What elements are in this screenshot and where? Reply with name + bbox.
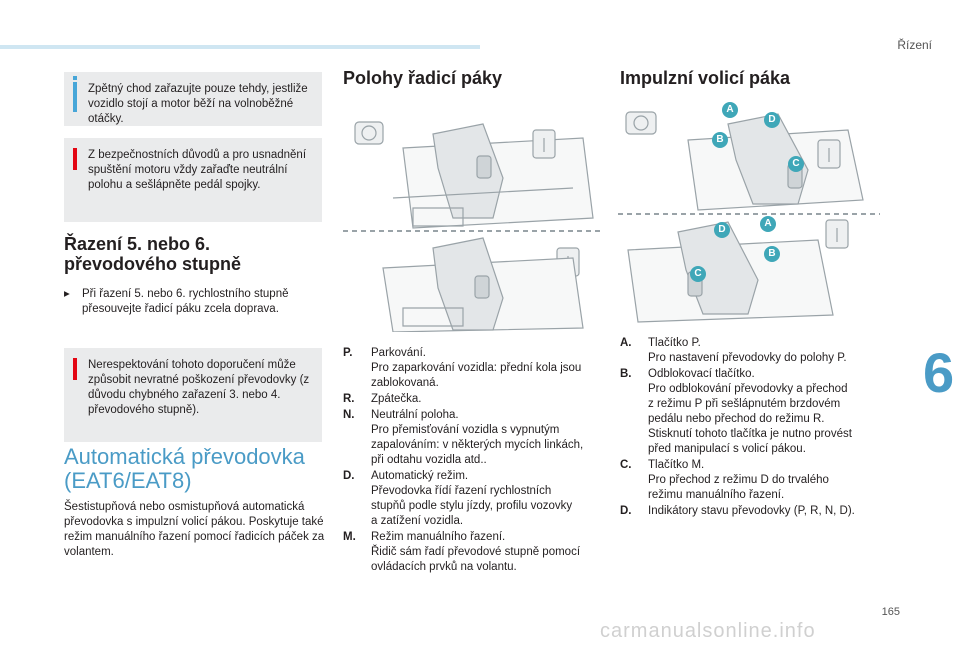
bullet-item: ▸ Při řazení 5. nebo 6. rychlostního stu…: [64, 287, 324, 317]
chapter-section-title-line1: Automatická převodovka: [64, 444, 305, 469]
legend-line: Tlačítko P.: [648, 337, 701, 349]
legend-line: z režimu P při sešlápnutém brzdovém: [648, 398, 841, 410]
warning-note: Z bezpečnostních důvodů a pro usnadnění …: [64, 138, 322, 222]
definition-line: Řidič sám řadí převodové stupně pomocí: [371, 546, 581, 558]
definition-item: N. Neutrální poloha. Pro přemisťování vo…: [343, 408, 603, 468]
chapter-title: Řízení: [897, 38, 932, 52]
legend-item: C. Tlačítko M. Pro přechod z režimu D do…: [620, 458, 882, 503]
info-icon: [73, 76, 77, 112]
legend-line: Pro odblokování převodovky a přechod: [648, 383, 848, 395]
section-title-line2: převodového stupně: [64, 254, 242, 274]
legend-line: Pro přechod z režimu D do trvalého: [648, 474, 829, 486]
right-title: Impulzní volicí páka: [620, 68, 791, 88]
legend-line: pedálu nebo přechod do režimu R.: [648, 413, 825, 425]
watermark: carmanualsonline.info: [600, 620, 816, 642]
callout-badge-a-lower: A: [760, 216, 776, 232]
callout-badge-a: A: [722, 102, 738, 118]
legend-line: Odblokovací tlačítko.: [648, 368, 755, 380]
warning-icon: [73, 358, 77, 380]
chapter-section-title-line2: (EAT6/EAT8): [64, 468, 192, 493]
callout-badge-d-lower: D: [714, 222, 730, 238]
legend-item: A. Tlačítko P. Pro nastavení převodovky …: [620, 336, 882, 366]
legend-line: Tlačítko M.: [648, 459, 705, 471]
definition-line: Převodovka řídí řazení rychlostních: [371, 485, 552, 497]
legend-line: Indikátory stavu převodovky (P, R, N, D)…: [648, 505, 855, 517]
section-title-line1: Řazení 5. nebo 6.: [64, 234, 211, 254]
definition-line: zablokovaná.: [371, 377, 439, 389]
definition-line: Zpátečka.: [371, 393, 422, 405]
callout-badge-b: B: [712, 132, 728, 148]
legend-line: Pro nastavení převodovky do polohy P.: [648, 352, 847, 364]
legend-key: B.: [620, 368, 632, 380]
section-title: Řazení 5. nebo 6. převodového stupně: [64, 234, 324, 274]
chapter-section-title: Automatická převodovka (EAT6/EAT8): [64, 445, 324, 493]
definition-line: Neutrální poloha.: [371, 409, 459, 421]
definition-key: R.: [343, 393, 355, 405]
bullet-text: Při řazení 5. nebo 6. rychlostního stupn…: [82, 288, 289, 315]
middle-title: Polohy řadicí páky: [343, 68, 503, 88]
definition-item: D. Automatický režim. Převodovka řídí řa…: [343, 469, 603, 529]
definition-line: zapalováním: v některých mycích linkách,: [371, 439, 584, 451]
definition-line: Pro zaparkování vozidla: přední kola jso…: [371, 362, 582, 374]
callout-badge-d: D: [764, 112, 780, 128]
impulse-selector-illustration: [618, 100, 880, 328]
definition-key: D.: [343, 470, 355, 482]
chapter-number-tab: 6: [923, 341, 955, 404]
gear-lever-illustration: [343, 108, 601, 332]
bullet-arrow-icon: ▸: [64, 288, 70, 300]
legend-key: D.: [620, 505, 632, 517]
callout-badge-c-lower: C: [690, 266, 706, 282]
definition-key: M.: [343, 531, 356, 543]
page-number: 165: [881, 606, 900, 618]
legend-key: C.: [620, 459, 632, 471]
definition-line: a zatížení vozidla.: [371, 515, 464, 527]
definition-item: P. Parkování. Pro zaparkování vozidla: p…: [343, 346, 603, 391]
callout-badge-c: C: [788, 156, 804, 172]
info-note-text: Zpětný chod zařazujte pouze tehdy, jestl…: [88, 83, 308, 125]
definition-key: P.: [343, 347, 353, 359]
warning-note-2: Nerespektování tohoto doporučení může zp…: [64, 348, 322, 442]
header-bar: [0, 45, 480, 49]
definition-line: Režim manuálního řazení.: [371, 531, 506, 543]
legend-item: B. Odblokovací tlačítko. Pro odblokování…: [620, 367, 882, 457]
callout-badge-b-lower: B: [764, 246, 780, 262]
definition-line: při odtahu vozidla atd..: [371, 454, 487, 466]
definition-line: ovládacích prvků na volantu.: [371, 561, 517, 573]
warning-icon: [73, 148, 77, 170]
positions-list: P. Parkování. Pro zaparkování vozidla: p…: [343, 346, 603, 576]
definition-item: R. Zpátečka.: [343, 392, 603, 407]
warning-note-text: Z bezpečnostních důvodů a pro usnadnění …: [88, 149, 307, 191]
info-note: Zpětný chod zařazujte pouze tehdy, jestl…: [64, 72, 322, 126]
definition-line: Pro přemisťování vozidla s vypnutým: [371, 424, 560, 436]
steering-wheel-icon: [625, 111, 657, 135]
definition-item: M. Režim manuálního řazení. Řidič sám řa…: [343, 530, 603, 575]
definition-key: N.: [343, 409, 355, 421]
definition-line: stupňů podle stylu jízdy, profilu vozovk…: [371, 500, 573, 512]
definition-line: Automatický režim.: [371, 470, 469, 482]
legend-line: režimu manuálního řazení.: [648, 489, 785, 501]
steering-wheel-icon: [354, 121, 384, 145]
definition-line: Parkování.: [371, 347, 426, 359]
warning-note-2-text: Nerespektování tohoto doporučení může zp…: [88, 359, 310, 416]
legend-line: Stisknutí tohoto tlačítka je nutno prové…: [648, 428, 852, 440]
intro-paragraph: Šestistupňová nebo osmistupňová automati…: [64, 501, 325, 558]
selector-legend: A. Tlačítko P. Pro nastavení převodovky …: [620, 336, 882, 520]
legend-item: D. Indikátory stavu převodovky (P, R, N,…: [620, 504, 882, 519]
legend-key: A.: [620, 337, 632, 349]
legend-line: před manipulací s volicí pákou.: [648, 443, 806, 455]
